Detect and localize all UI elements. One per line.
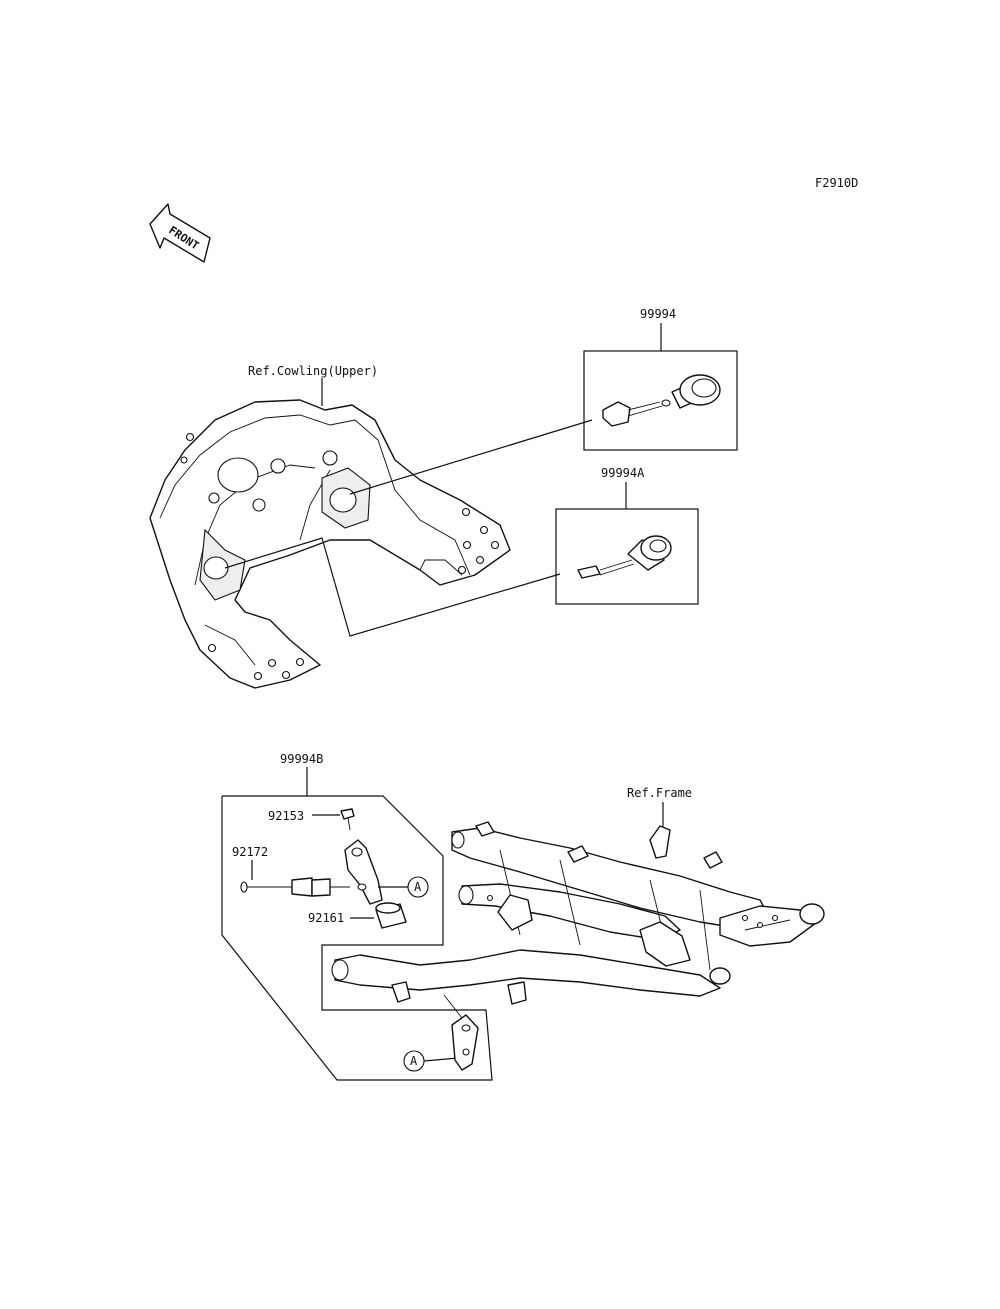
kit-99994B-outline (221, 795, 493, 1081)
frame-drawing (331, 821, 825, 1005)
connector-a-marker-lower: A (403, 1050, 459, 1072)
upper-cowling-drawing (149, 399, 511, 689)
bracket-drawing (344, 839, 383, 905)
label-92153: 92153 (268, 809, 304, 823)
svg-text:A: A (410, 1054, 418, 1068)
cowling-ref-label: Ref.Cowling(Upper) (248, 364, 378, 378)
figure-code: F2910D (815, 176, 858, 190)
label-92161: 92161 (308, 911, 344, 925)
frame-ref-label: Ref.Frame (627, 786, 692, 800)
collar-92161-drawing (375, 902, 407, 929)
bolt-92172-drawing (240, 877, 350, 897)
svg-text:A: A (414, 880, 422, 894)
label-99994A: 99994A (601, 466, 645, 480)
lower-bracket-drawing (443, 994, 479, 1071)
label-99994B: 99994B (280, 752, 323, 766)
part-box-99994 (583, 323, 738, 451)
part-box-99994A (555, 482, 699, 605)
connector-a-marker-upper: A (378, 876, 429, 898)
front-arrow-icon: FRONT (149, 203, 211, 263)
bolt-92153-drawing (340, 808, 355, 831)
label-92172: 92172 (232, 845, 268, 859)
label-99994: 99994 (640, 307, 676, 321)
